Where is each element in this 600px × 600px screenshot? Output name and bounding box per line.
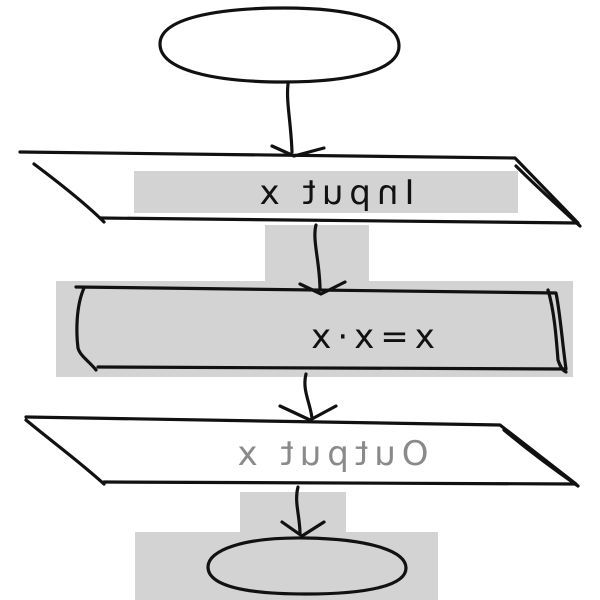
arrowhead-process-to-output xyxy=(278,404,338,422)
highlight-input-text xyxy=(134,171,518,213)
highlight-process-box xyxy=(56,281,573,377)
process-step: x=x·x xyxy=(74,285,568,374)
output-shape xyxy=(24,415,578,486)
input-shape xyxy=(18,150,580,225)
input-shape-left-edge xyxy=(32,162,106,224)
arrow-start-to-input xyxy=(285,82,294,154)
arrowhead-output-to-end xyxy=(280,520,326,538)
end-terminal xyxy=(206,536,408,596)
input-step: Input x xyxy=(18,150,582,228)
arrow-output-to-end xyxy=(295,485,302,536)
process-shape xyxy=(74,285,568,371)
process-label: x=x·x xyxy=(305,317,435,357)
output-step: Output x xyxy=(24,415,580,488)
process-shape-right-edge xyxy=(546,288,568,374)
arrow-process-to-output xyxy=(303,372,314,420)
input-shape-right-edge xyxy=(514,164,582,228)
highlight-end-terminal xyxy=(135,532,438,600)
output-shape-right-edge xyxy=(502,428,580,488)
output-label: Output x xyxy=(231,434,428,474)
process-shape-left-edge xyxy=(75,286,98,372)
arrowhead-input-to-process xyxy=(298,280,347,296)
start-terminal xyxy=(158,6,401,84)
input-label: Input x xyxy=(254,173,415,213)
output-shape-left-edge xyxy=(24,418,106,486)
arrow-input-to-process xyxy=(313,223,322,292)
highlight-layer xyxy=(56,171,573,600)
